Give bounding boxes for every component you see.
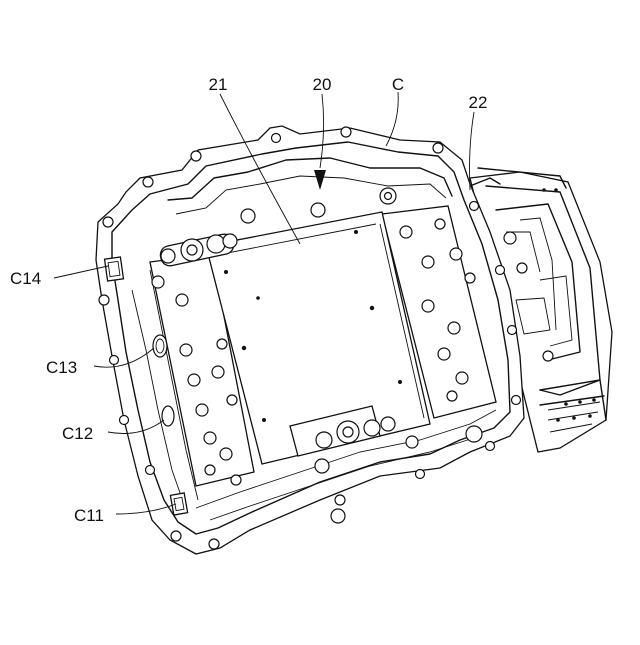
label-C12: C12 — [62, 424, 93, 443]
label-C14: C14 — [10, 269, 41, 288]
label-C: C — [392, 75, 404, 94]
label-C11: C11 — [74, 506, 104, 525]
label-22: 22 — [469, 93, 488, 112]
label-21: 21 — [209, 75, 228, 94]
label-C13: C13 — [46, 358, 77, 377]
label-20: 20 — [313, 75, 332, 94]
